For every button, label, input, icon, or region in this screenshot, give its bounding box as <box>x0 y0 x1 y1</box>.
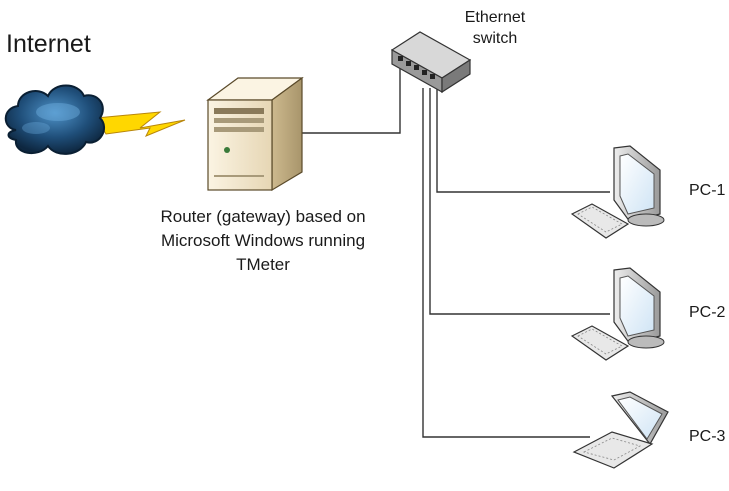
ethernet-switch-icon <box>390 31 472 94</box>
ethernet-switch-label: Ethernet switch <box>440 7 550 49</box>
pc1-desktop-icon <box>570 145 665 239</box>
cloud-icon <box>4 84 105 155</box>
ethernet-switch-label-line: switch <box>472 30 518 47</box>
link-switch-pc3 <box>422 88 590 438</box>
pc2-label: PC-2 <box>689 304 726 321</box>
link-switch-pc1 <box>436 88 610 193</box>
router-label-line: TMeter <box>236 255 290 274</box>
link-switch-pc2 <box>429 88 610 315</box>
pc1-label: PC-1 <box>689 182 726 199</box>
link-router-switch <box>300 68 401 134</box>
router-label-line: Router (gateway) based on <box>160 207 366 226</box>
lightning-icon <box>95 111 186 137</box>
internet-label: Internet <box>6 30 91 58</box>
network-links <box>300 68 610 438</box>
pc2-desktop-icon <box>570 267 665 361</box>
pc3-laptop-icon <box>572 391 669 469</box>
server-icon <box>206 76 304 192</box>
router-label-line: Microsoft Windows running <box>160 231 366 250</box>
pc3-label: PC-3 <box>689 428 726 445</box>
router-label: Router (gateway) based on Microsoft Wind… <box>118 205 408 277</box>
ethernet-switch-label-line: Ethernet <box>464 9 526 26</box>
